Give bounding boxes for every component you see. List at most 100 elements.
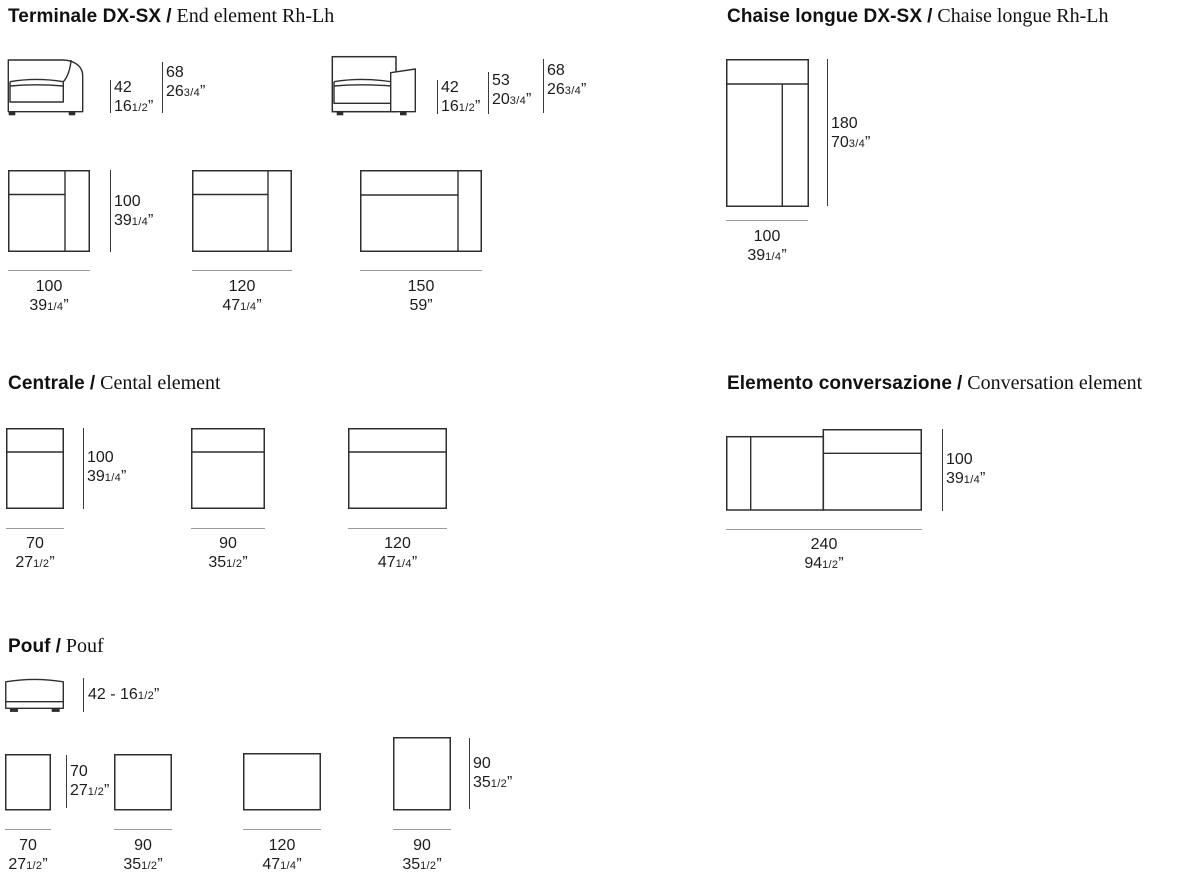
- dim-pouf-height: 42 - 161/2”: [88, 685, 159, 706]
- dim-in-quote: ”: [157, 856, 163, 873]
- width-label: 90 351/2”: [114, 836, 172, 874]
- dimension-line: [110, 80, 111, 113]
- dim-in-value: 26: [547, 81, 565, 98]
- dimension-line: [488, 72, 489, 114]
- end-element-front-view-drawing: [331, 55, 416, 116]
- dim-cm: 90: [134, 837, 152, 854]
- title-italian: Chaise longue DX-SX: [727, 6, 923, 27]
- width-dimension-rule: [393, 829, 451, 830]
- width-label: 70 271/2”: [5, 836, 51, 874]
- dim-cm: 100: [946, 451, 973, 468]
- dimension-line: [83, 678, 84, 712]
- width-dimension-rule: [192, 270, 292, 271]
- dim-in-fraction: 1/4: [280, 860, 297, 872]
- title-italian: Pouf: [8, 636, 51, 657]
- dim-combined: 42 - 161/2”: [88, 685, 159, 706]
- title-italian: Centrale: [8, 373, 85, 394]
- dim-in-quote: ”: [154, 686, 160, 703]
- dim-total-height: 68 263/4”: [166, 63, 205, 103]
- dim-cm: 90: [413, 837, 431, 854]
- section-title-conversazione: Elemento conversazione/Conversation elem…: [727, 372, 1142, 395]
- dim-depth: 100 391/4”: [946, 450, 985, 490]
- title-italian: Elemento conversazione: [727, 373, 952, 394]
- dim-depth: 100 391/4”: [114, 192, 153, 232]
- dim-cm: 70: [70, 763, 88, 780]
- dimension-line: [437, 80, 438, 114]
- dim-total-height: 68 263/4”: [547, 61, 586, 101]
- pouf-top-view-70: [5, 754, 51, 811]
- width-dimension-rule: [191, 528, 265, 529]
- dim-in-fraction: 1/4: [104, 472, 121, 484]
- dim-value: 42 - 16: [88, 686, 138, 703]
- dim-in-fraction: 1/2: [226, 558, 243, 570]
- dim-inches: 203/4”: [492, 90, 531, 111]
- dim-in-quote: ”: [148, 98, 154, 115]
- pouf-side-view-drawing: [5, 678, 64, 712]
- dim-in-quote: ”: [526, 91, 532, 108]
- dim-inches: 263/4”: [166, 82, 205, 103]
- title-italian: Terminale DX-SX: [8, 6, 162, 27]
- dim-inches: 391/4”: [946, 469, 985, 490]
- width-label: 100 391/4”: [726, 227, 808, 267]
- dim-inches: 941/2”: [726, 554, 922, 575]
- section-title-centrale: Centrale/Cental element: [8, 372, 221, 395]
- width-dimension-rule: [114, 829, 172, 830]
- dim-inches: 271/2”: [6, 553, 64, 574]
- width-label: 240 941/2”: [726, 535, 922, 575]
- width-label: 150 59”: [360, 277, 482, 317]
- width-label: 90 351/2”: [191, 534, 265, 574]
- dim-cm: 240: [810, 536, 838, 553]
- dim-in-quote: ”: [980, 470, 986, 487]
- dim-cm: 90: [219, 535, 237, 552]
- dim-in-fraction: 1/4: [395, 558, 412, 570]
- width-dimension-rule: [726, 529, 922, 530]
- width-label: 90 351/2”: [393, 836, 451, 874]
- dim-inches: 271/2”: [5, 855, 51, 874]
- dim-cm: 100: [114, 193, 141, 210]
- width-dimension-rule: [360, 270, 482, 271]
- dim-in-fraction: 1/4: [131, 216, 148, 228]
- dim-cm: 70: [19, 837, 37, 854]
- dim-in-fraction: 1/4: [765, 251, 782, 263]
- dim-in-quote: ”: [42, 856, 48, 873]
- dim-inches: 351/2”: [114, 855, 172, 874]
- dimension-line: [66, 755, 67, 808]
- central-element-top-view-70: [6, 428, 64, 509]
- title-english: End element Rh-Lh: [176, 5, 335, 27]
- dim-in-fraction: 1/2: [141, 860, 158, 872]
- dim-cm: 42: [114, 79, 132, 96]
- dim-cm: 100: [87, 449, 114, 466]
- dim-in-value: 35: [123, 856, 142, 873]
- dim-cm: 68: [166, 64, 184, 81]
- width-dimension-rule: [243, 829, 321, 830]
- end-element-top-view-150: [360, 170, 482, 252]
- pouf-top-view-120: [243, 753, 321, 811]
- dim-in-value: 27: [8, 856, 27, 873]
- dim-cm: 100: [35, 278, 63, 295]
- chaise-longue-top-view: [726, 59, 809, 207]
- dimension-line: [469, 738, 470, 809]
- dim-in-value: 39: [87, 468, 105, 485]
- dim-in-quote: ”: [781, 247, 787, 264]
- dim-in-quote: ”: [436, 856, 442, 873]
- section-title-chaise: Chaise longue DX-SX/Chaise longue Rh-Lh: [727, 5, 1108, 28]
- dim-in-value: 39: [114, 212, 132, 229]
- dim-in-value: 70: [831, 134, 849, 151]
- title-english: Cental element: [100, 372, 221, 394]
- dim-in-quote: ”: [507, 774, 513, 791]
- dim-in-value: 47: [222, 297, 241, 314]
- dimension-line: [162, 62, 163, 113]
- dim-in-fraction: 1/2: [33, 558, 50, 570]
- dim-in-value: 27: [70, 782, 88, 799]
- dim-in-value: 16: [114, 98, 132, 115]
- width-label: 100 391/4”: [8, 277, 90, 317]
- dim-in-quote: ”: [475, 98, 481, 115]
- dim-in-quote: ”: [411, 554, 418, 571]
- dim-in-value: 39: [946, 470, 964, 487]
- dim-in-value: 47: [377, 554, 396, 571]
- dim-in-value: 26: [166, 83, 184, 100]
- dim-cm: 120: [384, 535, 411, 552]
- dimension-line: [827, 59, 828, 206]
- dim-arm-height: 53 203/4”: [492, 71, 531, 111]
